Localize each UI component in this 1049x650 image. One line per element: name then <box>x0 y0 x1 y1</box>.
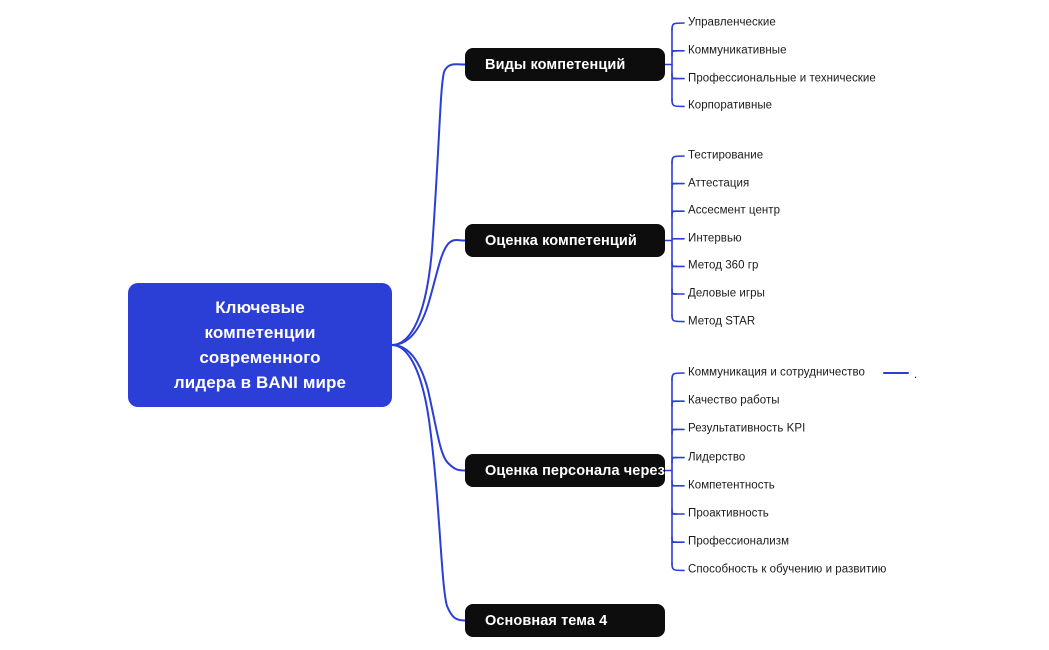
branch-node-osnovnaya-tema-4[interactable]: Основная тема 4 <box>465 604 665 637</box>
leaf-connector-line <box>671 562 685 572</box>
leaf-label[interactable]: Интервью <box>688 232 742 245</box>
leaf-label[interactable]: Ассесмент центр <box>688 204 781 217</box>
leaf-connector-line <box>671 22 685 31</box>
leaf-label[interactable]: Корпоративные <box>688 99 773 112</box>
leaf-elbow-tick <box>671 182 678 190</box>
branch-node-vidy-kompetencij[interactable]: Виды компетенций <box>465 48 665 81</box>
leaf-elbow-tick <box>671 428 678 436</box>
leaf-label[interactable]: Коммуникация и сотрудничество <box>688 366 865 379</box>
root-node-line: лидера в BANI мире <box>173 373 347 392</box>
leaf-elbow-tick <box>671 508 678 515</box>
leaf-connector-line <box>671 155 685 164</box>
leaf-label[interactable]: Коммуникативные <box>688 44 787 57</box>
leaf-label[interactable]: Компетентность <box>688 479 775 492</box>
root-node-line: современного <box>199 348 321 367</box>
leaf-label[interactable]: Качество работы <box>688 394 780 407</box>
leaf-elbow-tick <box>671 260 678 268</box>
leaf-elbow-tick <box>671 400 678 407</box>
leaf-label[interactable]: Способность к обучению и развитию <box>688 563 887 576</box>
branch-node-label: Оценка персонала через <box>485 462 665 479</box>
leaf-label[interactable]: Аттестация <box>688 177 750 190</box>
branch-node-ocenka-personala-cherez[interactable]: Оценка персонала через <box>465 454 665 487</box>
root-node[interactable]: Ключевые компетенции современного лидера в … <box>128 283 392 407</box>
leaf-label[interactable]: Профессионализм <box>688 535 790 548</box>
leaf-connector-line <box>671 372 685 381</box>
root-node-label: Ключевые компетенции современного лидера в … <box>142 295 378 395</box>
connector-root-to-branch-0 <box>391 63 466 346</box>
branch-node-label: Основная тема 4 <box>485 612 608 629</box>
leaf-elbow-tick <box>671 480 678 487</box>
branch-node-label: Оценка компетенций <box>485 232 637 249</box>
leaf-label[interactable]: Лидерство <box>688 451 746 464</box>
branch-node-label: Виды компетенций <box>485 56 626 73</box>
leaf-label[interactable]: Результативность KPI <box>688 422 806 435</box>
stub-marker: . <box>914 369 918 381</box>
leaf-connector-line <box>671 98 685 108</box>
leaf-label[interactable]: Тестирование <box>688 149 764 162</box>
root-node-line: компетенции <box>204 323 316 342</box>
connector-root-to-branch-3 <box>391 344 466 622</box>
leaf-elbow-tick <box>671 456 678 464</box>
leaf-elbow-tick <box>671 210 678 217</box>
leaf-label[interactable]: Профессиональные и технические <box>688 72 876 85</box>
leaf-label[interactable]: Управленческие <box>688 16 776 29</box>
leaf-elbow-tick <box>671 72 678 80</box>
leaf-label[interactable]: Метод 360 гр <box>688 259 759 272</box>
root-node-line: Ключевые <box>215 298 305 317</box>
branch-node-ocenka-kompetencij[interactable]: Оценка компетенций <box>465 224 665 257</box>
leaf-connector-line <box>671 313 685 323</box>
leaf-label[interactable]: Метод STAR <box>688 315 756 328</box>
connector-root-to-branch-1 <box>391 239 466 346</box>
leaf-connectors <box>664 22 685 572</box>
leaf-label[interactable]: Проактивность <box>688 507 769 520</box>
leaf-elbow-tick <box>671 50 678 57</box>
leaf-elbow-tick <box>671 536 678 543</box>
leaf-elbow-tick <box>671 288 678 295</box>
connector-root-to-branch-2 <box>391 344 466 472</box>
leaf-label[interactable]: Деловые игры <box>688 287 765 300</box>
